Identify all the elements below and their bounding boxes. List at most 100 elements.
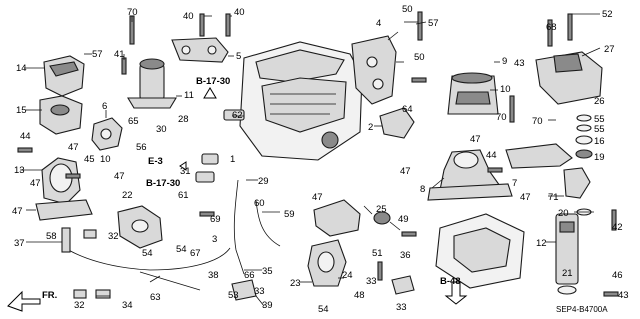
callout-48: 48 xyxy=(354,290,365,301)
callout-47a: 47 xyxy=(68,142,79,153)
callout-37: 37 xyxy=(14,238,25,249)
ref-label-1: B-17-30 xyxy=(196,76,230,87)
callout-20: 20 xyxy=(558,208,569,219)
callout-8: 8 xyxy=(420,184,425,195)
callout-29: 29 xyxy=(258,176,269,187)
callout-47d: 47 xyxy=(12,206,23,217)
leader-lines xyxy=(20,13,601,307)
callout-47c: 47 xyxy=(114,171,125,182)
callout-10b: 10 xyxy=(500,84,511,95)
callout-44a: 44 xyxy=(20,131,31,142)
callout-70b: 70 xyxy=(496,112,507,123)
callout-34: 34 xyxy=(122,300,133,311)
callout-44b: 44 xyxy=(486,150,497,161)
callout-40b: 40 xyxy=(234,7,245,18)
callout-26: 26 xyxy=(594,96,605,107)
image-code: SEP4-B4700A xyxy=(556,305,608,314)
callout-38: 38 xyxy=(208,270,219,281)
bushing-stack xyxy=(575,114,593,216)
callout-50b: 50 xyxy=(414,52,425,63)
callout-52: 52 xyxy=(602,9,613,20)
engine-mount-upper-center xyxy=(127,58,177,109)
callout-68: 68 xyxy=(546,22,557,33)
callout-70c: 70 xyxy=(532,116,543,127)
callout-53: 53 xyxy=(228,290,239,301)
ref-arrow-up xyxy=(203,87,217,99)
callout-47b: 47 xyxy=(30,178,41,189)
callout-27: 27 xyxy=(604,44,615,55)
callout-25: 25 xyxy=(376,204,387,215)
callout-5: 5 xyxy=(236,51,241,62)
callout-43a: 43 xyxy=(514,58,525,69)
callout-22: 22 xyxy=(122,190,133,201)
stopper-7 xyxy=(505,143,573,169)
hose-clamp-set xyxy=(195,109,245,183)
front-arrow-label: FR. xyxy=(42,290,57,301)
callout-51: 51 xyxy=(372,248,383,259)
callout-67: 67 xyxy=(190,248,201,259)
callout-43b: 43 xyxy=(618,290,629,301)
callout-40a: 40 xyxy=(183,11,194,22)
callout-42: 42 xyxy=(612,222,623,233)
transmission-mount-lower-left xyxy=(35,157,93,221)
callout-32a: 32 xyxy=(108,231,119,242)
callout-47f: 47 xyxy=(400,166,411,177)
engine-block xyxy=(239,41,363,161)
callout-labels: 70 40 40 57 14 41 5 11 15 6 65 30 28 62 … xyxy=(12,4,629,315)
callout-3: 3 xyxy=(212,234,217,245)
mount-bracket-2 xyxy=(379,107,415,139)
engine-mount-bracket-upper-left xyxy=(43,55,85,97)
callout-70a: 70 xyxy=(127,7,138,18)
callout-13: 13 xyxy=(14,165,25,176)
callout-33b: 33 xyxy=(396,302,407,313)
callout-55a: 55 xyxy=(594,114,605,125)
callout-45: 45 xyxy=(84,154,95,165)
mount-bracket-22 xyxy=(117,205,163,249)
callout-64: 64 xyxy=(402,104,413,115)
callout-12: 12 xyxy=(536,238,547,249)
callout-1: 1 xyxy=(230,154,235,165)
callout-60: 60 xyxy=(254,198,265,209)
callout-36: 36 xyxy=(400,250,411,261)
callout-6: 6 xyxy=(102,101,107,112)
callout-62: 62 xyxy=(232,110,243,121)
mount-bracket-4 xyxy=(351,35,397,105)
engine-mount-right-10 xyxy=(447,72,499,115)
callout-4: 4 xyxy=(376,18,381,29)
callout-59: 59 xyxy=(284,209,295,220)
callout-58: 58 xyxy=(46,231,57,242)
callout-16: 16 xyxy=(594,136,605,147)
callout-30: 30 xyxy=(156,124,167,135)
callout-54a: 54 xyxy=(142,248,153,259)
bolt-set xyxy=(17,11,619,297)
callout-66: 66 xyxy=(244,270,255,281)
callout-15: 15 xyxy=(16,105,27,116)
damper-cylinder xyxy=(555,213,579,295)
callout-23: 23 xyxy=(290,278,301,289)
callout-49: 49 xyxy=(398,214,409,225)
engine-mount-left xyxy=(39,95,83,135)
front-direction-arrow: FR. xyxy=(7,290,57,312)
callout-24: 24 xyxy=(342,270,353,281)
callout-65: 65 xyxy=(128,116,139,127)
callout-14: 14 xyxy=(16,63,27,74)
mount-bracket-5 xyxy=(171,37,229,63)
callout-61: 61 xyxy=(178,190,189,201)
callout-56: 56 xyxy=(136,142,147,153)
ref-arrow-left xyxy=(179,161,187,171)
ref-label-3: E-3 xyxy=(148,156,163,167)
small-brackets-bottom xyxy=(73,229,415,301)
callout-33c: 33 xyxy=(254,286,265,297)
mount-bracket-71 xyxy=(563,167,591,199)
callout-47e: 47 xyxy=(470,134,481,145)
callout-35: 35 xyxy=(262,266,273,277)
callout-31: 31 xyxy=(180,166,191,177)
callout-11: 11 xyxy=(184,90,194,101)
mount-bracket-6 xyxy=(91,117,123,151)
vacuum-hoses xyxy=(61,179,281,291)
callout-47h: 47 xyxy=(312,192,323,203)
callout-39: 39 xyxy=(262,300,273,311)
callout-55b: 55 xyxy=(594,124,605,135)
